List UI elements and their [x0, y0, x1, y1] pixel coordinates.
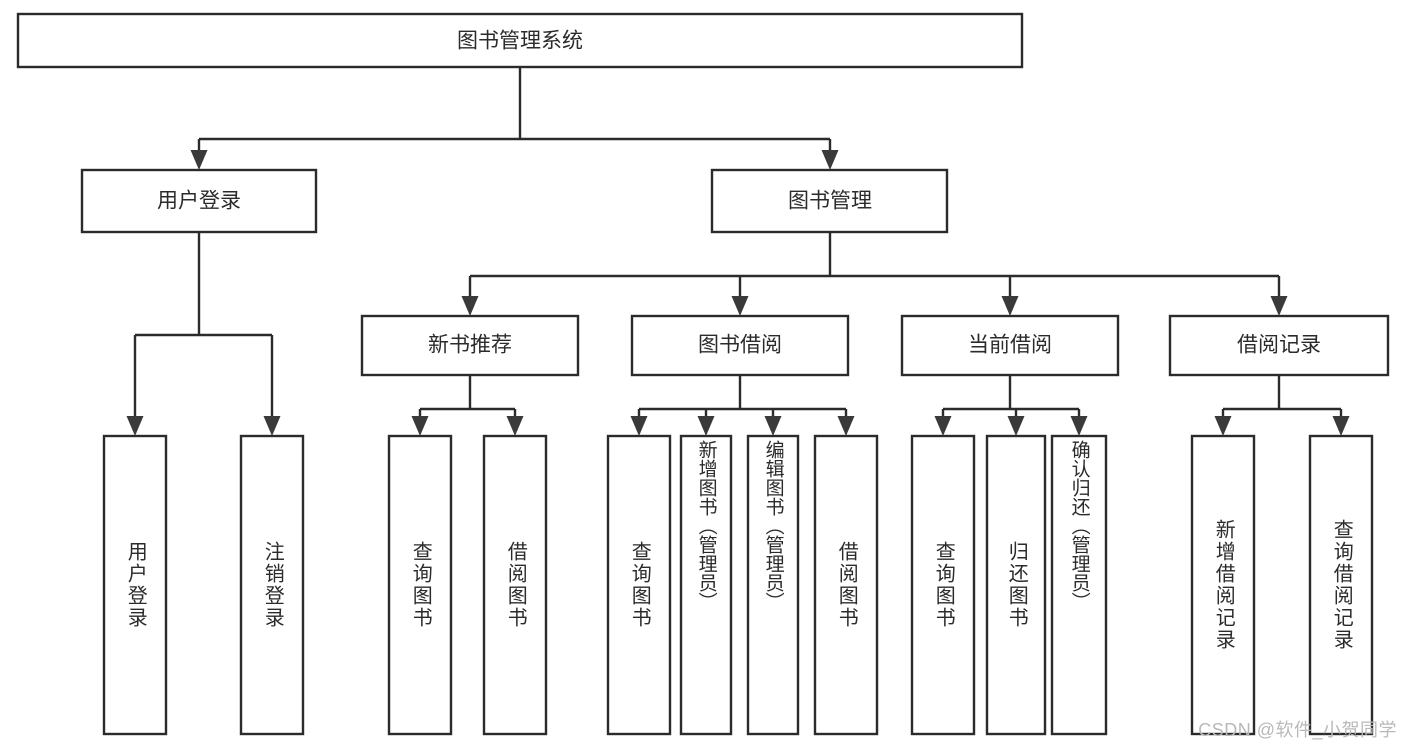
node-borrow-records-label: 借阅记录: [1237, 334, 1321, 357]
arrowhead-leaf-query-book-rec: [411, 416, 429, 436]
arrowhead-leaf-logout: [263, 416, 281, 436]
node-leaf-borrow-book-rec-rect[interactable]: [482, 434, 548, 736]
arrowhead-new-book-recommend: [461, 296, 479, 316]
node-leaf-user-login-rect[interactable]: [102, 434, 168, 736]
node-leaf-confirm-return-rect[interactable]: [1050, 434, 1108, 736]
node-leaf-query-book-current-rect[interactable]: [910, 434, 976, 736]
node-leaf-query-borrow-record-rect[interactable]: [1308, 434, 1374, 736]
node-leaf-add-book-rect[interactable]: [679, 434, 733, 736]
node-new-book-recommend-label: 新书推荐: [428, 334, 512, 357]
arrowhead-leaf-user-login: [126, 416, 144, 436]
arrowhead-leaf-borrow-book: [837, 416, 855, 436]
node-borrow-records[interactable]: 借阅记录: [1168, 314, 1390, 377]
leaf-rect-group: [102, 434, 1374, 736]
arrowhead-leaf-add-book: [697, 416, 715, 436]
node-root-rect[interactable]: [16, 12, 1024, 69]
arrowhead-borrow-records: [1270, 296, 1288, 316]
node-leaf-logout-rect[interactable]: [239, 434, 305, 736]
arrowhead-book-borrow: [731, 296, 749, 316]
arrowhead-leaf-borrow-book-rec: [506, 416, 524, 436]
connector-group-root-to-level2: [190, 67, 839, 170]
connector-group-book-borrow-to-leaves: [630, 375, 855, 436]
arrowhead-leaf-add-borrow-record: [1214, 416, 1232, 436]
node-current-borrow-rect[interactable]: [900, 314, 1120, 377]
node-user-login-label: 用户登录: [157, 190, 241, 213]
node-borrow-records-rect[interactable]: [1168, 314, 1390, 377]
node-leaf-return-book-rect[interactable]: [985, 434, 1047, 736]
node-user-login-rect[interactable]: [80, 168, 318, 234]
watermark-text: CSDN @软件_小贺同学: [1198, 720, 1397, 740]
node-book-borrow-rect[interactable]: [630, 314, 850, 377]
connector-group-borrow-records-to-leaves: [1214, 375, 1350, 436]
node-new-book-recommend[interactable]: 新书推荐: [360, 314, 580, 377]
connector-group-current-borrow-to-leaves: [934, 375, 1088, 436]
node-book-management-label: 图书管理: [788, 190, 872, 213]
node-current-borrow-label: 当前借阅: [968, 334, 1052, 357]
node-book-management[interactable]: 图书管理: [710, 168, 949, 234]
node-leaf-add-borrow-record-rect[interactable]: [1190, 434, 1256, 736]
arrowhead-leaf-query-book-current: [934, 416, 952, 436]
connector-group-new-book-recommend-to-leaves: [411, 375, 524, 436]
node-leaf-query-book-rec-rect[interactable]: [387, 434, 453, 736]
node-current-borrow[interactable]: 当前借阅: [900, 314, 1120, 377]
node-book-borrow[interactable]: 图书借阅: [630, 314, 850, 377]
node-leaf-borrow-book-rect[interactable]: [813, 434, 879, 736]
arrowhead-leaf-confirm-return: [1070, 416, 1088, 436]
node-leaf-edit-book-rect[interactable]: [746, 434, 800, 736]
connector-group-book-management-to-level3: [461, 232, 1288, 316]
node-leaf-query-book-borrow-rect[interactable]: [606, 434, 672, 736]
node-book-management-rect[interactable]: [710, 168, 949, 234]
node-new-book-recommend-rect[interactable]: [360, 314, 580, 377]
node-root[interactable]: 图书管理系统: [16, 12, 1024, 69]
node-user-login[interactable]: 用户登录: [80, 168, 318, 234]
arrowhead-book-management: [821, 150, 839, 170]
arrowhead-current-borrow: [1001, 296, 1019, 316]
arrowhead-leaf-query-book-borrow: [630, 416, 648, 436]
node-root-label: 图书管理系统: [457, 30, 583, 53]
arrowhead-user-login: [190, 150, 208, 170]
arrowhead-leaf-query-borrow-record: [1332, 416, 1350, 436]
arrowhead-leaf-edit-book: [764, 416, 782, 436]
arrowhead-leaf-return-book: [1007, 416, 1025, 436]
connector-group-user-login-to-leaves: [126, 232, 281, 436]
node-book-borrow-label: 图书借阅: [698, 334, 782, 357]
